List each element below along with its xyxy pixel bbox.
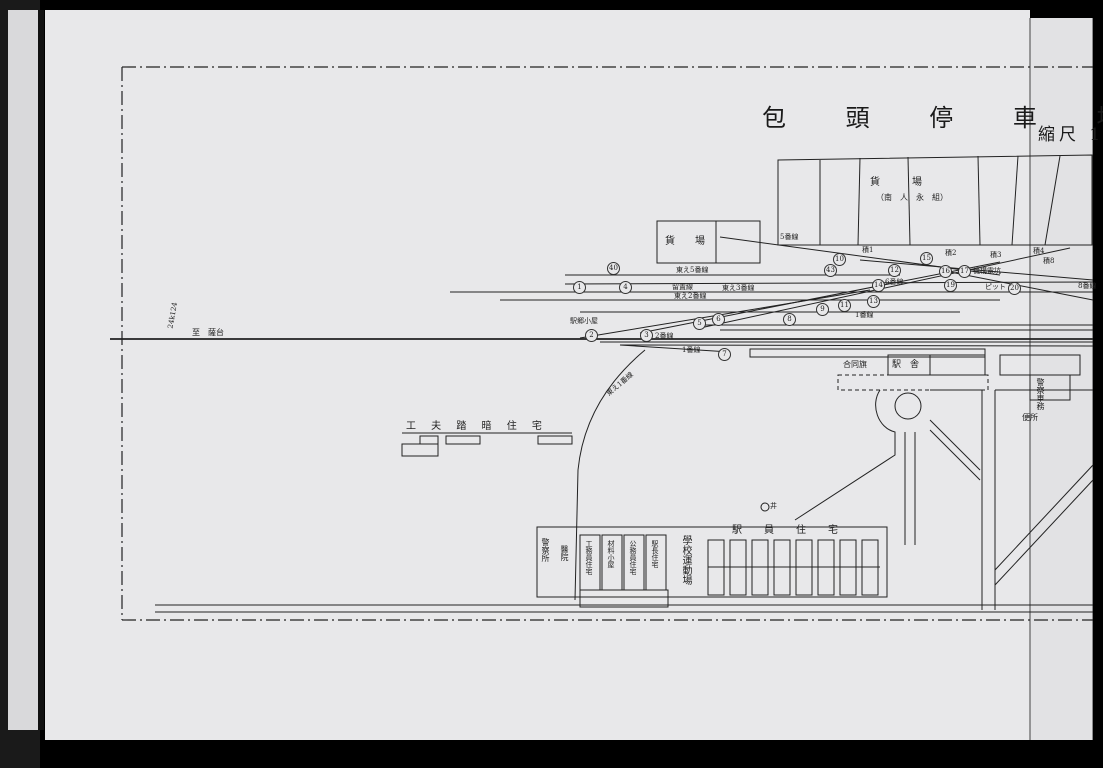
track-number: 6 bbox=[712, 313, 725, 326]
track-number: 12 bbox=[888, 264, 901, 277]
stock-label: 留置線 bbox=[672, 283, 693, 291]
track-number: 15 bbox=[920, 252, 933, 265]
track-number: 43 bbox=[824, 264, 837, 277]
track-6-label: 6番線 bbox=[885, 278, 904, 286]
police-label: 警察所 bbox=[541, 538, 550, 562]
track-1-label: 1番線 bbox=[682, 346, 701, 354]
track-number: 14 bbox=[872, 279, 885, 292]
track-number: 11 bbox=[838, 299, 851, 312]
track-number: 1 bbox=[573, 281, 586, 294]
c2-label: 積2 bbox=[945, 249, 957, 257]
map-title: 包 頭 停 車 場 bbox=[762, 104, 1103, 132]
station-building-label: 駅 舎 bbox=[892, 360, 920, 370]
joint-building-label: 合同旗 bbox=[843, 360, 867, 369]
scale-label: 縮尺 1 bbox=[1038, 125, 1103, 145]
materials-label: 材料小屋 bbox=[607, 540, 615, 568]
toilet-label: 便所 bbox=[1022, 413, 1038, 422]
shed-label: 警察車務 bbox=[1036, 378, 1045, 410]
east-5-label: 東え5番線 bbox=[676, 266, 709, 274]
c4-label: 積4 bbox=[1033, 247, 1045, 255]
worker-housing-label: 工 夫 踏 暗 住 宅 bbox=[406, 421, 548, 432]
c8-label: 積8 bbox=[1043, 257, 1055, 265]
track-1b-label: 1番線 bbox=[855, 311, 874, 319]
cargo-yard-sub-label: （南 人 永 組） bbox=[876, 193, 948, 202]
track-number: 4 bbox=[619, 281, 632, 294]
c3-label: 積3 bbox=[990, 251, 1002, 259]
station-master-housing-label: 駅長住宅 bbox=[651, 540, 659, 568]
track-number: 40 bbox=[607, 262, 620, 275]
track-number: 9 bbox=[816, 303, 829, 316]
track-number: 19 bbox=[944, 279, 957, 292]
engineering-housing-label: 工務員住宅 bbox=[585, 540, 593, 575]
hospital-label: 醫院 bbox=[560, 545, 569, 561]
public-housing-label: 公務員住宅 bbox=[629, 540, 637, 575]
turntable-label: 機構電坑 bbox=[973, 267, 1001, 275]
track-number: 17 bbox=[958, 265, 971, 278]
to-sarachi-label: 至 薩台 bbox=[192, 328, 224, 337]
track-number: 10 bbox=[833, 253, 846, 266]
small-cargo-yard-label: 貨 場 bbox=[665, 236, 705, 247]
track-number: 7 bbox=[718, 348, 731, 361]
pit-label: ピット bbox=[985, 283, 1006, 291]
track-number: 2 bbox=[585, 329, 598, 342]
track-number: 13 bbox=[867, 295, 880, 308]
signal-box-label: 駅郷小屋 bbox=[570, 317, 598, 325]
cargo-yard-label: 貨 場 bbox=[870, 177, 926, 188]
track-number: 20 bbox=[1008, 282, 1021, 295]
staff-housing-label: 駅 員 住 宅 bbox=[732, 525, 844, 536]
track-number: 3 bbox=[640, 329, 653, 342]
track-number: 5 bbox=[693, 317, 706, 330]
track-5-label: 5番線 bbox=[780, 233, 799, 241]
c1-label: 積1 bbox=[862, 246, 874, 254]
east-3-label: 東え3番線 bbox=[722, 284, 755, 292]
track-2-label: 2番線 bbox=[655, 332, 674, 340]
well-label: 井 bbox=[770, 502, 777, 510]
school-field-label: 學校運動場 bbox=[680, 535, 691, 585]
track-number: 16 bbox=[939, 265, 952, 278]
east-2-label: 東え2番線 bbox=[674, 292, 707, 300]
track-8-label: 8番線 bbox=[1078, 282, 1097, 290]
track-number: 8 bbox=[783, 313, 796, 326]
